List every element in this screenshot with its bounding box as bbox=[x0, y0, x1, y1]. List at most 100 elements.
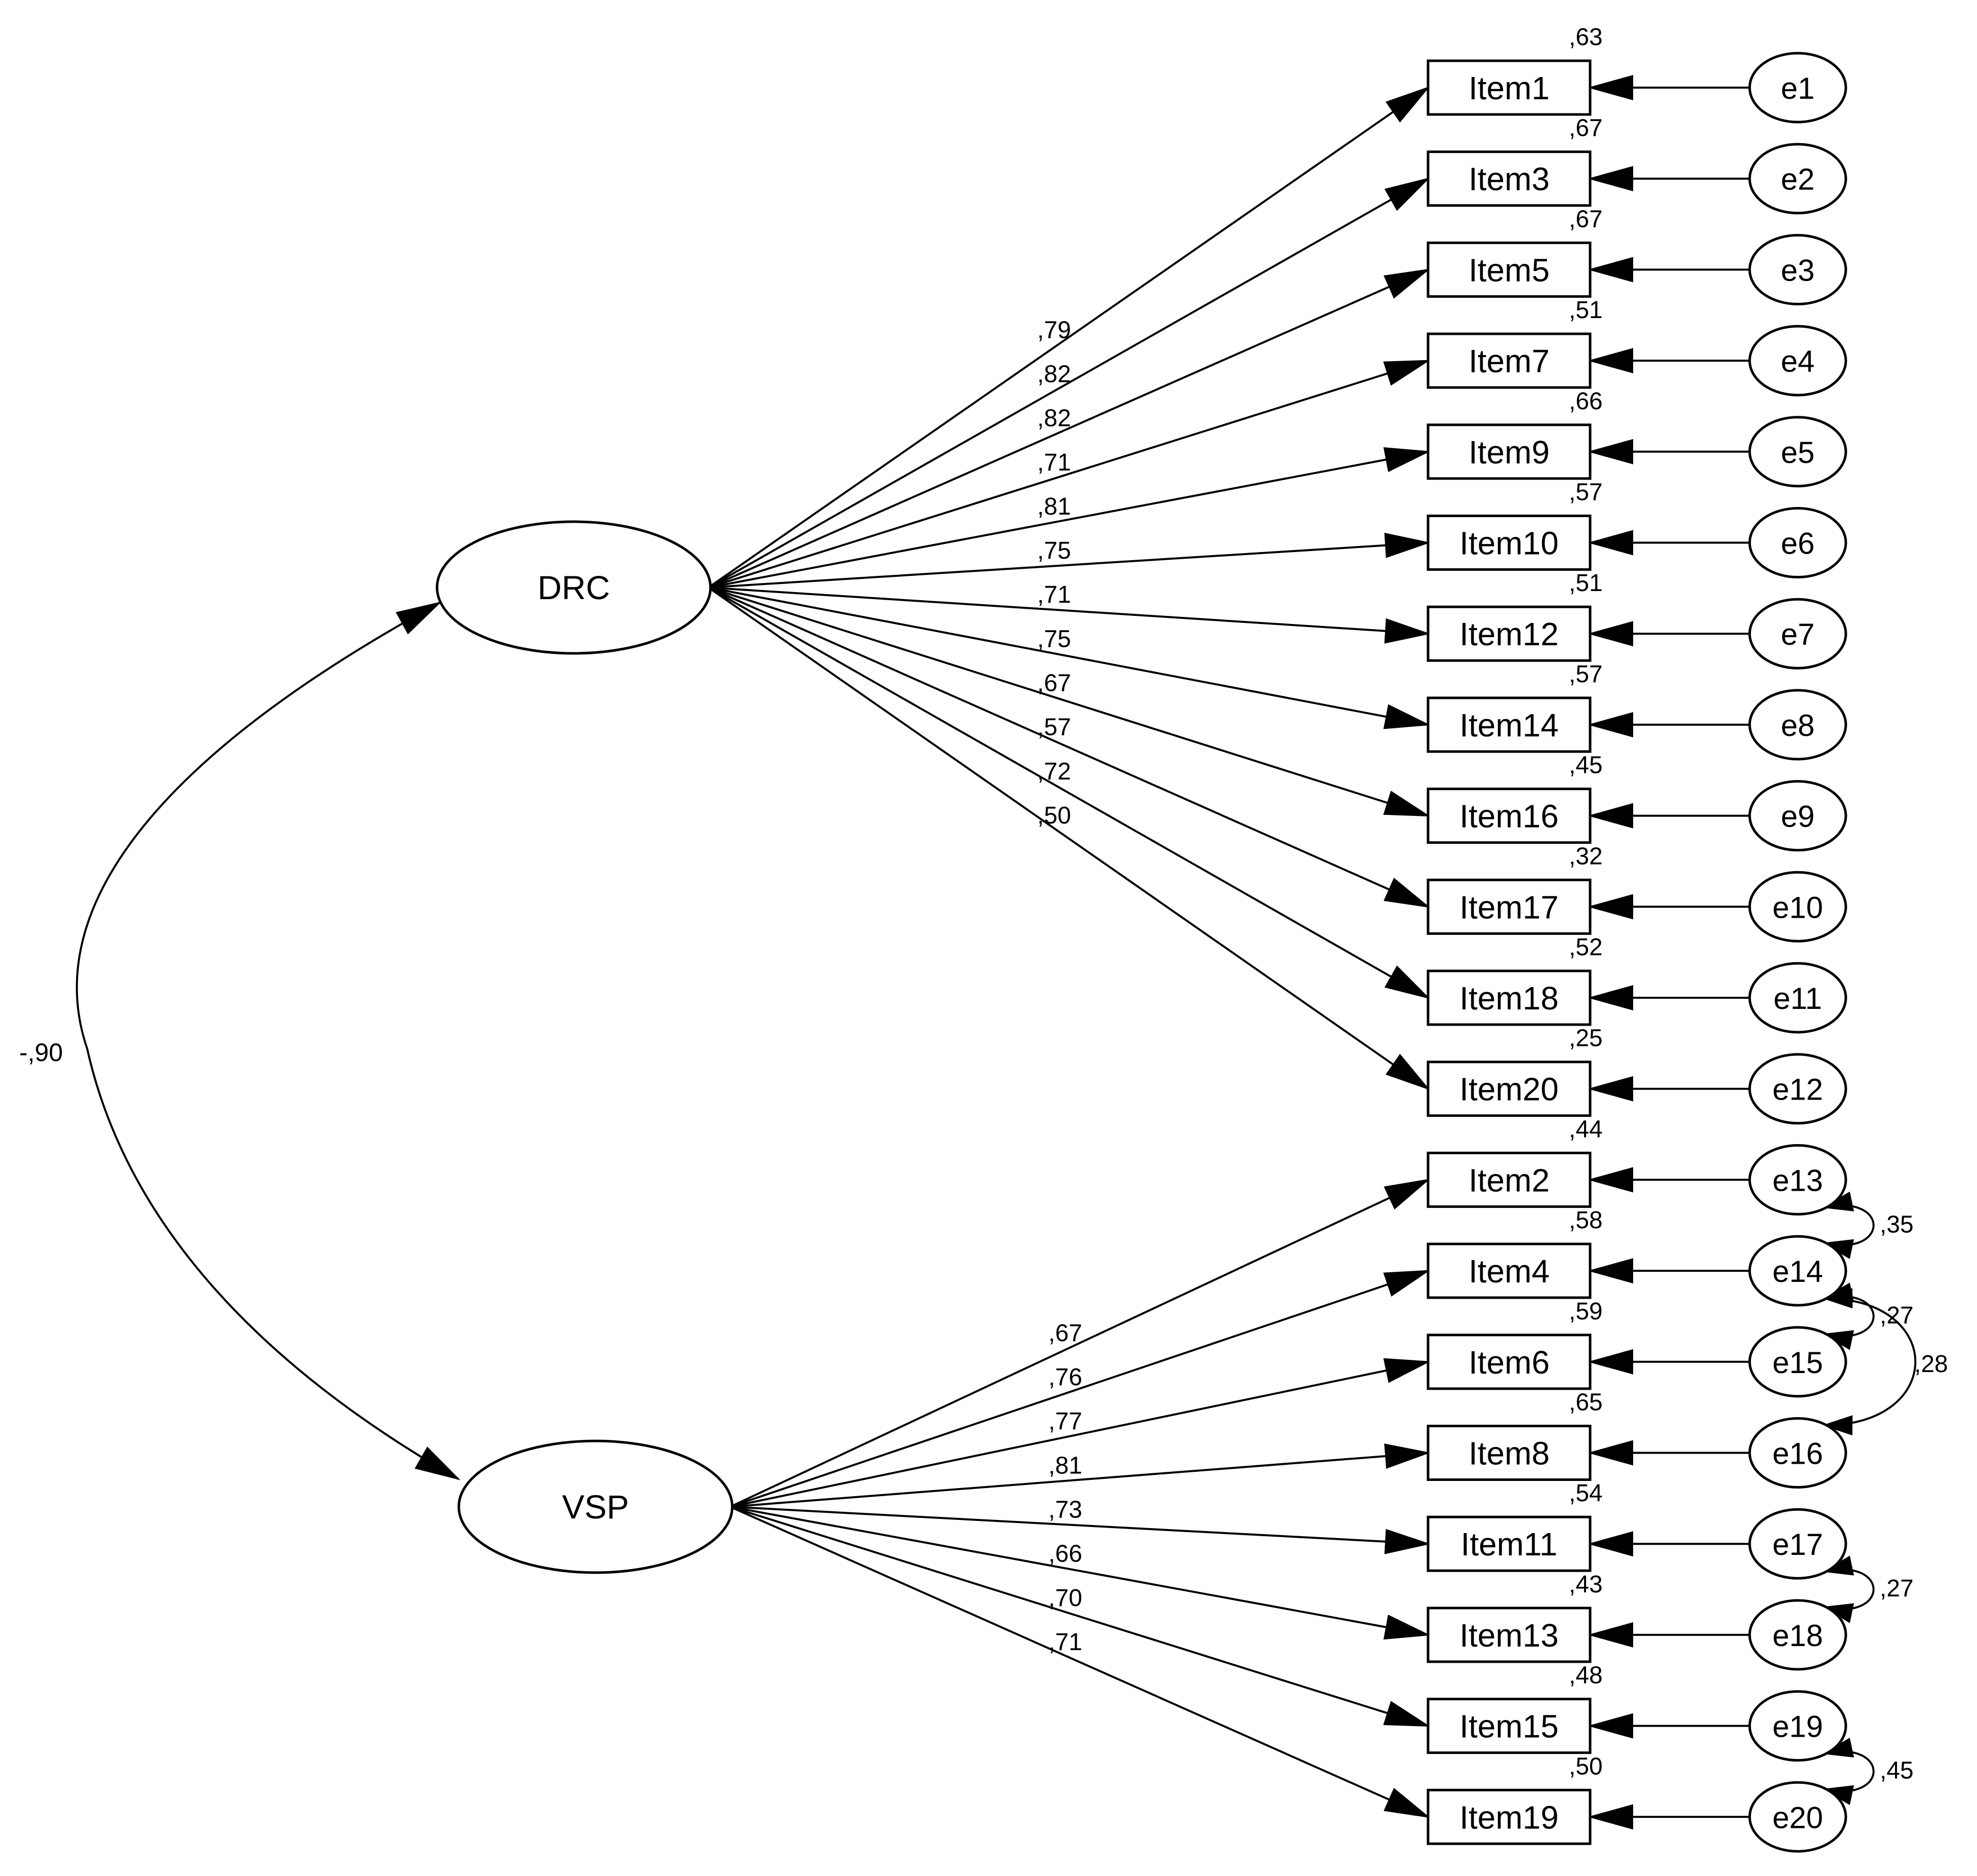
error-label: e2 bbox=[1781, 163, 1815, 197]
covariance-e17-e18: ,27 bbox=[1822, 1555, 1914, 1623]
covariance-e14-e15: ,27 bbox=[1822, 1282, 1914, 1350]
r-squared-label: ,51 bbox=[1569, 570, 1603, 597]
error-ellipse bbox=[1748, 962, 1847, 1034]
r-squared-label: ,67 bbox=[1569, 115, 1603, 142]
error-label: e17 bbox=[1772, 1528, 1823, 1561]
factor-drc-label: DRC bbox=[538, 569, 610, 606]
indicator-item4: Item4,58 bbox=[1427, 1207, 1603, 1299]
factor-vsp-label: VSP bbox=[562, 1488, 629, 1526]
error-label: e5 bbox=[1781, 436, 1815, 470]
indicator-label: Item17 bbox=[1459, 889, 1559, 925]
loading-label: ,67 bbox=[1037, 670, 1071, 697]
error-ellipse bbox=[1748, 1508, 1847, 1580]
error-label: e13 bbox=[1772, 1163, 1823, 1197]
loading-label: ,75 bbox=[1037, 537, 1071, 564]
loading-label: ,71 bbox=[1048, 1629, 1082, 1656]
covariance-label: ,35 bbox=[1880, 1211, 1914, 1238]
indicator-item7: Item7,51 bbox=[1427, 297, 1603, 389]
covariance-label: ,27 bbox=[1880, 1575, 1914, 1602]
loading-label: ,50 bbox=[1037, 802, 1071, 829]
loading-path-item4: ,76 bbox=[730, 1270, 1431, 1508]
loading-path-item18: ,72 bbox=[707, 587, 1431, 999]
r-squared-label: ,52 bbox=[1569, 934, 1603, 961]
indicator-item11: Item11,54 bbox=[1427, 1480, 1603, 1572]
r-squared-label: ,54 bbox=[1569, 1480, 1603, 1507]
indicator-box bbox=[1427, 1607, 1592, 1663]
error-term-e15: e15 bbox=[1748, 1326, 1847, 1398]
error-label: e7 bbox=[1781, 617, 1815, 651]
error-term-e8: e8 bbox=[1748, 689, 1847, 761]
indicator-label: Item19 bbox=[1459, 1799, 1559, 1835]
loading-path-item20: ,50 bbox=[707, 587, 1431, 1090]
error-ellipse bbox=[1748, 689, 1847, 761]
indicator-label: Item10 bbox=[1459, 525, 1559, 562]
r-squared-label: ,32 bbox=[1569, 843, 1603, 870]
r-squared-label: ,51 bbox=[1569, 297, 1603, 324]
error-label: e14 bbox=[1772, 1255, 1823, 1288]
indicator-label: Item9 bbox=[1469, 434, 1550, 471]
factor-drc-ellipse bbox=[436, 520, 712, 655]
covariance-e14-e16: ,28 bbox=[1822, 1288, 1948, 1436]
error-label: e19 bbox=[1772, 1710, 1823, 1744]
loading-path-item6: ,77 bbox=[730, 1358, 1431, 1508]
indicator-box bbox=[1427, 1061, 1592, 1117]
error-label: e4 bbox=[1781, 344, 1815, 378]
loading-label: ,81 bbox=[1048, 1452, 1082, 1479]
indicator-box bbox=[1427, 150, 1592, 207]
r-squared-label: ,59 bbox=[1569, 1298, 1603, 1325]
error-ellipse bbox=[1748, 507, 1847, 578]
error-label: e18 bbox=[1772, 1619, 1823, 1653]
error-term-e12: e12 bbox=[1748, 1053, 1847, 1125]
indicator-item9: Item9 ,66 bbox=[1427, 388, 1603, 480]
r-squared-label: ,65 bbox=[1569, 1389, 1603, 1416]
covariance-label: ,27 bbox=[1880, 1302, 1914, 1329]
loading-path-item15: ,70 bbox=[730, 1506, 1431, 1727]
indicator-box bbox=[1427, 969, 1592, 1026]
loading-label: ,79 bbox=[1037, 317, 1071, 343]
error-ellipse bbox=[1748, 143, 1847, 215]
error-ellipse bbox=[1748, 598, 1847, 670]
error-label: e9 bbox=[1781, 800, 1815, 834]
error-label: e12 bbox=[1772, 1073, 1823, 1107]
indicator-box bbox=[1427, 332, 1592, 389]
loading-path-item11: ,73 bbox=[730, 1497, 1431, 1554]
loading-path-item14: ,75 bbox=[708, 587, 1431, 729]
error-ellipse bbox=[1748, 1235, 1847, 1307]
error-ellipse bbox=[1748, 325, 1847, 397]
covariance-e19-e20: ,45 bbox=[1822, 1737, 1914, 1805]
error-ellipse bbox=[1748, 1417, 1847, 1489]
loading-path-item5: ,82 bbox=[708, 268, 1431, 589]
indicator-box bbox=[1427, 59, 1592, 116]
indicator-item17: Item17 ,32 bbox=[1427, 843, 1603, 935]
error-label: e15 bbox=[1772, 1346, 1823, 1380]
covariance-e13-e14: ,35 bbox=[1822, 1191, 1914, 1259]
indicator-item6: Item6,59 bbox=[1427, 1298, 1603, 1390]
r-squared-label: ,57 bbox=[1569, 661, 1603, 688]
error-term-e5: e5 bbox=[1748, 416, 1847, 488]
loading-label: ,75 bbox=[1037, 626, 1071, 652]
error-label: e16 bbox=[1772, 1437, 1823, 1471]
indicator-item2: Item2,44 bbox=[1427, 1116, 1603, 1208]
loading-label: ,57 bbox=[1037, 714, 1071, 741]
loading-path-item13: ,66 bbox=[730, 1506, 1431, 1640]
loading-path-item10: ,75 bbox=[708, 532, 1431, 589]
indicator-label: Item18 bbox=[1459, 980, 1559, 1017]
loading-label: ,82 bbox=[1037, 405, 1071, 432]
error-ellipse bbox=[1748, 416, 1847, 488]
r-squared-label: ,66 bbox=[1569, 388, 1603, 415]
error-ellipse bbox=[1748, 1781, 1847, 1853]
loading-path-item3: ,82 bbox=[707, 177, 1431, 589]
error-term-e2: e2 bbox=[1748, 143, 1847, 215]
error-term-e20: e20 bbox=[1748, 1781, 1847, 1853]
indicator-item18: Item18 ,52 bbox=[1427, 934, 1603, 1026]
indicator-item20: Item20,25 bbox=[1427, 1025, 1603, 1117]
indicator-box bbox=[1427, 605, 1592, 662]
loading-label: ,71 bbox=[1037, 581, 1071, 608]
loading-path-item9: ,81 bbox=[708, 447, 1431, 589]
error-term-e13: e13 bbox=[1748, 1144, 1847, 1216]
loading-path-item2: ,67 bbox=[730, 1179, 1431, 1508]
error-term-e1: e1 bbox=[1748, 52, 1847, 124]
indicator-box bbox=[1427, 515, 1592, 571]
covariance-label: ,28 bbox=[1914, 1351, 1948, 1378]
